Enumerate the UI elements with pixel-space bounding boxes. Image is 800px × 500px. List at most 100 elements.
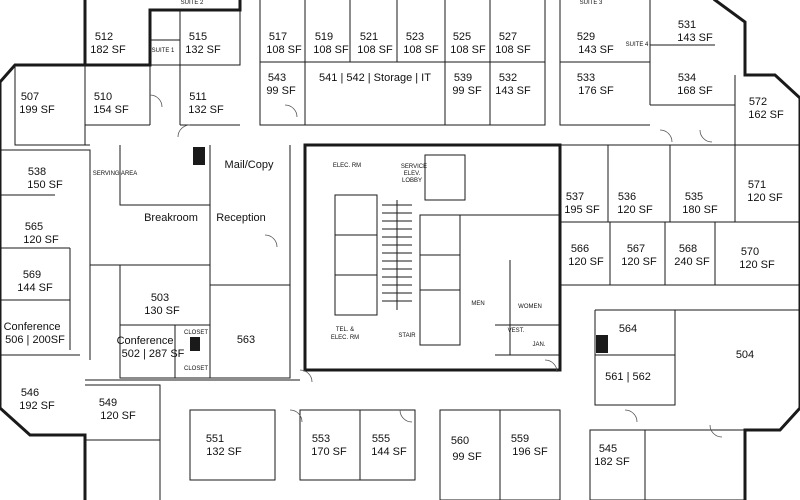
room-507-area: 199 SF bbox=[19, 104, 55, 116]
room-539-area: 143 SF bbox=[495, 85, 531, 97]
room-546-area: 132 SF bbox=[206, 446, 242, 458]
room-549-area: 170 SF bbox=[311, 446, 347, 458]
room-537-number: 536 bbox=[618, 191, 636, 203]
room-504-area: 192 SF bbox=[19, 400, 55, 412]
room-572-number: 538 bbox=[28, 166, 46, 178]
room-523-number: 523 bbox=[406, 31, 424, 43]
room-571-area: 120 SF bbox=[23, 234, 59, 246]
room-537-area: 120 SF bbox=[617, 204, 653, 216]
room-569-area: 506 | 200SF bbox=[5, 334, 65, 346]
room-512-number: 512 bbox=[95, 31, 113, 43]
room-568-number: 570 bbox=[741, 246, 759, 258]
room-567-number: 568 bbox=[679, 243, 697, 255]
men-restroom-label: MEN bbox=[471, 301, 484, 307]
room-519-area: 108 SF bbox=[313, 44, 349, 56]
room-536-number: 535 bbox=[685, 191, 703, 203]
breakroom-label: Breakroom bbox=[144, 212, 198, 224]
room-527-number: 527 bbox=[499, 31, 517, 43]
suite-2-label: SUITE 2 bbox=[181, 0, 204, 6]
room-560-number: 545 bbox=[599, 443, 617, 455]
room-519-number: 519 bbox=[315, 31, 333, 43]
room-labels: 512 182 SF 515 132 SF 517 108 SF 519 108… bbox=[4, 19, 784, 468]
room-544-area: 120 SF bbox=[100, 410, 136, 422]
reception-label: Reception bbox=[216, 212, 266, 224]
tel-elec-label-1: TEL. & bbox=[336, 327, 354, 333]
room-521-area: 108 SF bbox=[357, 44, 393, 56]
room-533-number: 534 bbox=[678, 72, 696, 84]
room-515-area: 132 SF bbox=[185, 44, 221, 56]
room-535-area: 120 SF bbox=[747, 192, 783, 204]
room-507-number: 507 bbox=[21, 91, 39, 103]
room-565-number: 566 bbox=[571, 243, 589, 255]
small-labels: SUITE 2 SUITE 1 SUITE 3 SUITE 4 SERVING … bbox=[93, 0, 649, 372]
room-517-area: 108 SF bbox=[266, 44, 302, 56]
room-503-area: 502 | 287 SF bbox=[122, 348, 185, 360]
service-label: SERVICE bbox=[401, 164, 427, 170]
room-517-number: 517 bbox=[269, 31, 287, 43]
room-506-title: 503 bbox=[151, 292, 169, 304]
room-521-number: 521 bbox=[360, 31, 378, 43]
janitor-label: JAN. bbox=[532, 342, 545, 348]
room-533-area: 168 SF bbox=[677, 85, 713, 97]
room-543-number: 543 bbox=[268, 72, 286, 84]
women-restroom-label: WOMEN bbox=[518, 304, 542, 310]
room-540-number: 539 bbox=[454, 72, 472, 84]
room-535-number: 571 bbox=[748, 179, 766, 191]
room-541-label: 541 | 542 | Storage | IT bbox=[319, 72, 431, 84]
room-532-number: 533 bbox=[577, 72, 595, 84]
room-538-area: 195 SF bbox=[564, 204, 600, 216]
room-531-area: 143 SF bbox=[677, 32, 713, 44]
tel-elec-label-2: ELEC. RM bbox=[331, 335, 359, 341]
room-551-area: 144 SF bbox=[371, 446, 407, 458]
suite-4-label: SUITE 4 bbox=[626, 42, 649, 48]
room-546-number: 551 bbox=[206, 433, 224, 445]
elec-rm-label: ELEC. RM bbox=[333, 163, 361, 169]
room-555-area: 196 SF bbox=[512, 446, 548, 458]
service-elev-label: ELEV. bbox=[404, 171, 421, 177]
room-553-number: 560 bbox=[451, 435, 469, 447]
room-510-number: 510 bbox=[94, 91, 112, 103]
room-561-label: 504 bbox=[736, 349, 754, 361]
room-549-number: 553 bbox=[312, 433, 330, 445]
room-543-area: 99 SF bbox=[266, 85, 296, 97]
room-572-area: 150 SF bbox=[27, 179, 63, 191]
room-506-area: 130 SF bbox=[144, 305, 180, 317]
room-529-number: 529 bbox=[577, 31, 595, 43]
room-555-number: 559 bbox=[511, 433, 529, 445]
room-525-area: 108 SF bbox=[450, 44, 486, 56]
room-515-number: 515 bbox=[189, 31, 207, 43]
closet-label-2: CLOSET bbox=[184, 366, 208, 372]
room-510-area: 154 SF bbox=[93, 104, 129, 116]
room-511-number: 511 bbox=[189, 91, 207, 103]
service-lobby-label: LOBBY bbox=[402, 178, 422, 184]
room-531-number: 531 bbox=[678, 19, 696, 31]
room-523-area: 108 SF bbox=[403, 44, 439, 56]
room-570-number: 569 bbox=[23, 269, 41, 281]
room-553-area: 99 SF bbox=[452, 451, 482, 463]
room-563-number: 564 bbox=[619, 323, 637, 335]
suite-3-label: SUITE 3 bbox=[580, 0, 603, 6]
mail-copy-label: Mail/Copy bbox=[225, 159, 274, 171]
room-551-number: 555 bbox=[372, 433, 390, 445]
room-525-number: 525 bbox=[453, 31, 471, 43]
room-560-area: 182 SF bbox=[594, 456, 630, 468]
room-527-area: 108 SF bbox=[495, 44, 531, 56]
room-539-number: 532 bbox=[499, 72, 517, 84]
closet-label-1: CLOSET bbox=[184, 330, 208, 336]
room-564-number: 561 | 562 bbox=[605, 371, 651, 383]
suite-1-label: SUITE 1 bbox=[152, 48, 175, 54]
room-567-area: 240 SF bbox=[674, 256, 710, 268]
room-536-area: 180 SF bbox=[682, 204, 718, 216]
room-503-number: Conference bbox=[117, 335, 174, 347]
room-566-number: 567 bbox=[627, 243, 645, 255]
room-512-area: 182 SF bbox=[90, 44, 126, 56]
room-534-area: 162 SF bbox=[748, 109, 784, 121]
room-502-title: 563 bbox=[237, 334, 255, 346]
room-511-area: 132 SF bbox=[188, 104, 224, 116]
room-571-number: 565 bbox=[25, 221, 43, 233]
room-570-area: 144 SF bbox=[17, 282, 53, 294]
room-565-area: 120 SF bbox=[568, 256, 604, 268]
stair-treads bbox=[382, 200, 412, 310]
serving-area-label: SERVING AREA bbox=[93, 171, 138, 177]
